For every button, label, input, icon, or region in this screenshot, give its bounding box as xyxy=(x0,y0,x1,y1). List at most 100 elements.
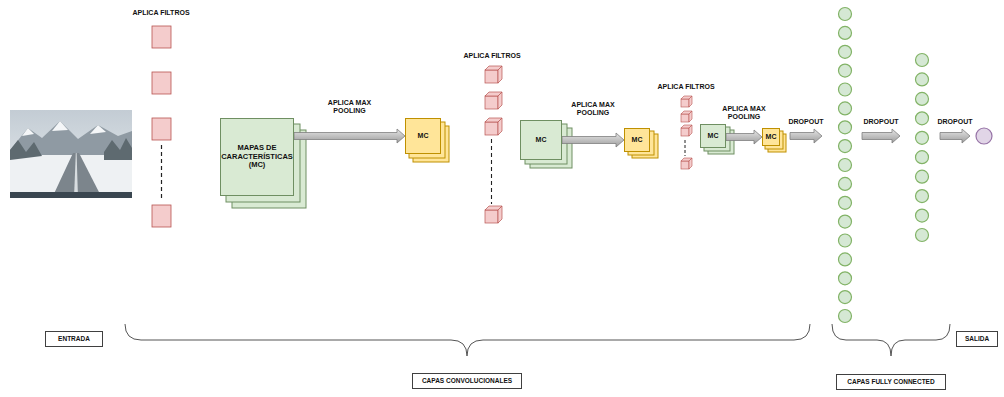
neuron-column xyxy=(839,310,852,323)
neuron-column xyxy=(916,190,929,203)
node-text: CAPAS CONVOLUCIONALES xyxy=(422,377,512,384)
neuron-column xyxy=(916,54,929,67)
neuron-column xyxy=(916,229,929,242)
input-photo xyxy=(104,138,132,160)
filter-cubes xyxy=(498,66,502,83)
brace xyxy=(125,324,810,356)
filter-cubes xyxy=(681,96,692,169)
node-text: MC xyxy=(536,136,547,144)
filter-cubes xyxy=(689,158,692,169)
input-photo xyxy=(10,110,132,198)
node-text: MAPAS DE CARACTERÍSTICAS (MC) xyxy=(221,144,293,170)
filter-cubes xyxy=(485,96,498,109)
dropout-label: DROPOUT xyxy=(864,118,899,126)
filter-cubes xyxy=(485,66,502,223)
node-text: ENTRADA xyxy=(58,335,90,342)
neuron-column xyxy=(839,45,852,58)
filter-cubes xyxy=(681,128,689,136)
node-text: SALIDA xyxy=(965,335,989,342)
input-photo xyxy=(10,192,132,198)
input-photo xyxy=(10,110,132,198)
filter-column xyxy=(152,118,171,140)
section-box: CAPAS CONVOLUCIONALES xyxy=(412,373,522,389)
filter-cubes xyxy=(681,161,689,169)
filter-column xyxy=(152,205,171,227)
neuron-column xyxy=(839,140,852,153)
section-box: SALIDA xyxy=(956,331,998,347)
neuron-column xyxy=(839,196,852,209)
feature-map: MC xyxy=(700,124,726,148)
filter-cubes xyxy=(491,139,492,204)
filter-cubes xyxy=(485,122,498,135)
neuron-column xyxy=(839,8,852,323)
pooled-map: MC xyxy=(762,128,780,146)
filter-cubes xyxy=(498,206,502,223)
input-photo xyxy=(74,153,78,198)
neuron-column xyxy=(839,272,852,285)
neuron-column xyxy=(839,177,852,190)
dropout-arrow xyxy=(790,129,822,143)
map-stack-green xyxy=(226,124,734,208)
section-box: ENTRADA xyxy=(45,331,103,347)
neuron-column xyxy=(916,131,929,144)
input-photo xyxy=(90,125,106,134)
map-stack-yellow xyxy=(409,122,786,162)
dropout-arrow xyxy=(940,129,970,143)
neuron-column xyxy=(839,253,852,266)
neuron-column xyxy=(916,92,929,105)
neuron-column xyxy=(916,73,929,86)
pooled-map: MC xyxy=(405,118,441,154)
neuron-column xyxy=(839,121,852,134)
neuron-column xyxy=(839,83,852,96)
dropout-arrow xyxy=(862,129,900,143)
filter-cubes xyxy=(485,210,498,223)
neuron-column xyxy=(839,102,852,115)
filter-cubes xyxy=(485,70,498,83)
pooling-label: APLICA MAX POOLING xyxy=(570,101,616,117)
pooled-map: MC xyxy=(624,128,650,152)
dropout-label: DROPOUT xyxy=(789,118,824,126)
neuron-column xyxy=(839,26,852,39)
neuron-column xyxy=(916,209,929,222)
filter-cubes xyxy=(681,99,689,107)
input-photo xyxy=(22,128,34,136)
filter-cubes xyxy=(498,92,502,109)
node-text: MC xyxy=(632,136,643,144)
input-photo xyxy=(10,140,42,160)
filter-label: APLICA FILTROS xyxy=(463,52,520,60)
filter-label: APLICA FILTROS xyxy=(657,83,714,91)
feature-map: MC xyxy=(520,120,562,160)
node-text: MC xyxy=(418,132,429,140)
dropout-arrow xyxy=(790,129,970,143)
filter-cubes xyxy=(689,111,692,122)
filter-cubes xyxy=(498,118,502,135)
filter-column xyxy=(152,26,171,48)
section-box: CAPAS FULLY CONNECTED xyxy=(836,374,946,390)
filter-label: APLICA FILTROS xyxy=(132,9,189,17)
pooling-label: APLICA MAX POOLING xyxy=(721,105,767,121)
feature-map: MAPAS DE CARACTERÍSTICAS (MC) xyxy=(220,118,294,196)
filter-cubes xyxy=(685,140,686,156)
neuron-column xyxy=(916,151,929,164)
output-neuron xyxy=(976,128,992,144)
filter-cubes xyxy=(689,96,692,107)
neuron-column xyxy=(839,291,852,304)
node-text: MC xyxy=(708,132,719,140)
neuron-column xyxy=(839,8,852,21)
node-text: CAPAS FULLY CONNECTED xyxy=(847,378,934,385)
dropout-label: DROPOUT xyxy=(938,118,973,126)
filter-cubes xyxy=(689,125,692,136)
neuron-column xyxy=(839,159,852,172)
input-photo xyxy=(52,121,68,131)
filter-column xyxy=(152,26,171,227)
pooling-arrow xyxy=(562,133,624,147)
pooling-arrow xyxy=(294,129,405,143)
neuron-column xyxy=(916,170,929,183)
pooling-label: APLICA MAX POOLING xyxy=(327,99,373,115)
filter-column xyxy=(161,145,162,200)
neuron-column xyxy=(916,54,929,242)
pooling-arrow xyxy=(726,130,762,144)
neuron-column xyxy=(839,234,852,247)
